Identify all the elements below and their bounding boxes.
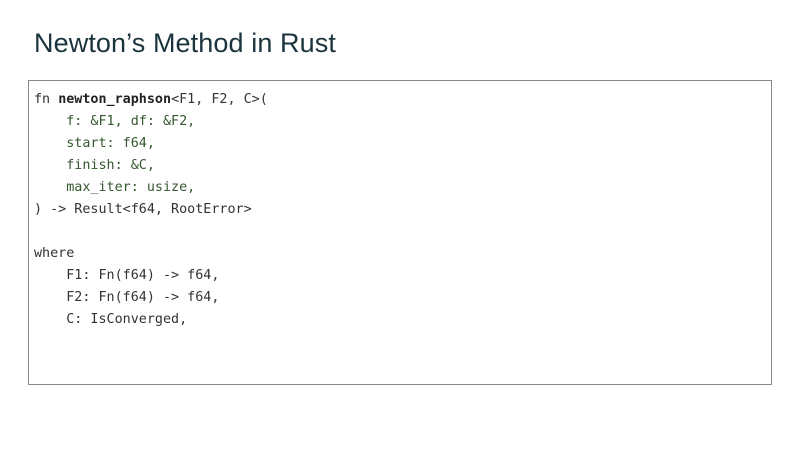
code-line: F2: Fn(f64) -> f64, xyxy=(34,290,220,305)
code-listing: fn newton_raphson<F1, F2, C>( f: &F1, df… xyxy=(34,89,767,331)
code-line: max_iter: usize, xyxy=(34,180,196,195)
page-title: Newton’s Method in Rust xyxy=(34,28,336,58)
code-token-generics: <F1, F2, C>( xyxy=(171,92,268,107)
code-line: C: IsConverged, xyxy=(34,312,188,327)
code-line: f: &F1, df: &F2, xyxy=(34,114,196,129)
code-line: where xyxy=(34,246,75,261)
code-line: start: f64, xyxy=(34,136,155,151)
code-line: F1: Fn(f64) -> f64, xyxy=(34,268,220,283)
code-line: finish: &C, xyxy=(34,158,155,173)
code-token-function-name: newton_raphson xyxy=(58,92,172,107)
code-token-keyword: fn xyxy=(34,92,59,107)
code-line: ) -> Result<f64, RootError> xyxy=(34,202,252,217)
code-block: fn newton_raphson<F1, F2, C>( f: &F1, df… xyxy=(28,80,772,385)
code-line-blank xyxy=(34,221,767,243)
code-line: fn newton_raphson<F1, F2, C>( xyxy=(34,89,767,111)
